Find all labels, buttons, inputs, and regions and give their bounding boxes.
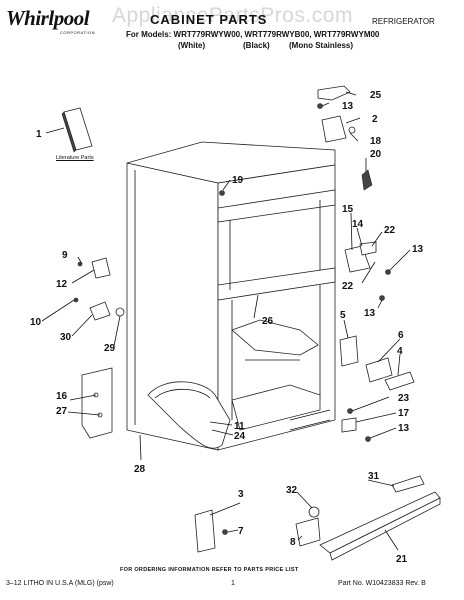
- left-side-bracket: [81, 367, 113, 439]
- lower-screws: [341, 408, 371, 442]
- callout-23: 23: [398, 393, 410, 404]
- callout-1: 1: [36, 129, 42, 140]
- cabinet-body: [126, 141, 336, 451]
- callout-17: 17: [398, 408, 410, 419]
- callout-15: 15: [342, 204, 354, 215]
- callout-9: 9: [62, 250, 68, 261]
- callout-2: 2: [372, 114, 378, 125]
- callout-13-a: 13: [342, 101, 354, 112]
- callout-32: 32: [286, 485, 298, 496]
- callout-26: 26: [262, 316, 274, 327]
- callout-13-d: 13: [398, 423, 410, 434]
- variant-mono-stainless: (Mono Stainless): [289, 41, 354, 50]
- callout-18: 18: [370, 136, 382, 147]
- callout-24: 24: [234, 431, 246, 442]
- callout-22-b: 22: [342, 281, 354, 292]
- callout-28: 28: [134, 464, 146, 475]
- models-line: For Models: WRT779RWYW00, WRT779RWYB00, …: [126, 30, 380, 39]
- litho-info: 3–12 LITHO IN U.S.A (MLG) (psw): [6, 580, 114, 587]
- literature-parts-label: Literature Parts: [56, 155, 94, 161]
- callout-13-b: 13: [412, 244, 424, 255]
- roller-assembly: [89, 301, 125, 321]
- bottom-bracket: [194, 506, 321, 553]
- watermark: AppliancePartsPros.com: [112, 4, 353, 27]
- toe-grille: [319, 475, 441, 561]
- callout-numbers: 1 2 3 4 5 6 7 8 9 10 11 12 13 13 13 13 1…: [30, 90, 424, 565]
- lower-hinge-assembly: [339, 335, 415, 391]
- ordering-note: FOR ORDERING INFORMATION REFER TO PARTS …: [120, 567, 299, 573]
- page-number: 1: [231, 580, 235, 587]
- left-hinge: [73, 257, 111, 303]
- screw-19: [219, 190, 225, 196]
- callout-7: 7: [238, 526, 244, 537]
- callout-25: 25: [370, 90, 382, 101]
- callout-21: 21: [396, 554, 408, 565]
- callout-20: 20: [370, 149, 382, 160]
- top-hinge-assembly: [317, 85, 373, 191]
- callout-30: 30: [60, 332, 72, 343]
- callout-29: 29: [104, 343, 116, 354]
- callout-16: 16: [56, 391, 68, 402]
- callout-8: 8: [290, 537, 296, 548]
- logo-subtext: CORPORATION: [60, 30, 95, 35]
- callout-5: 5: [340, 310, 346, 321]
- part-number: Part No. W10423833 Rev. B: [338, 580, 426, 587]
- leader-lines: [41, 91, 411, 551]
- callout-27: 27: [56, 406, 68, 417]
- callout-11: 11: [234, 421, 245, 432]
- category-label: REFRIGERATOR: [372, 17, 435, 26]
- callout-22-a: 22: [384, 225, 396, 236]
- callout-13-c: 13: [364, 308, 376, 319]
- callout-6: 6: [398, 330, 404, 341]
- callout-10: 10: [30, 317, 42, 328]
- callout-31: 31: [368, 471, 380, 482]
- callout-12: 12: [56, 279, 68, 290]
- variant-white: (White): [178, 41, 206, 50]
- variant-black: (Black): [243, 41, 270, 50]
- middle-hinge: [344, 241, 391, 301]
- page-title: CABINET PARTS: [150, 12, 268, 27]
- drain-pan: [147, 381, 231, 449]
- callout-14: 14: [352, 219, 364, 230]
- callout-3: 3: [238, 489, 244, 500]
- callout-19: 19: [232, 175, 244, 186]
- callout-4: 4: [397, 346, 403, 357]
- literature-book-icon: [61, 107, 93, 153]
- whirlpool-logo: Whirlpool: [6, 6, 90, 30]
